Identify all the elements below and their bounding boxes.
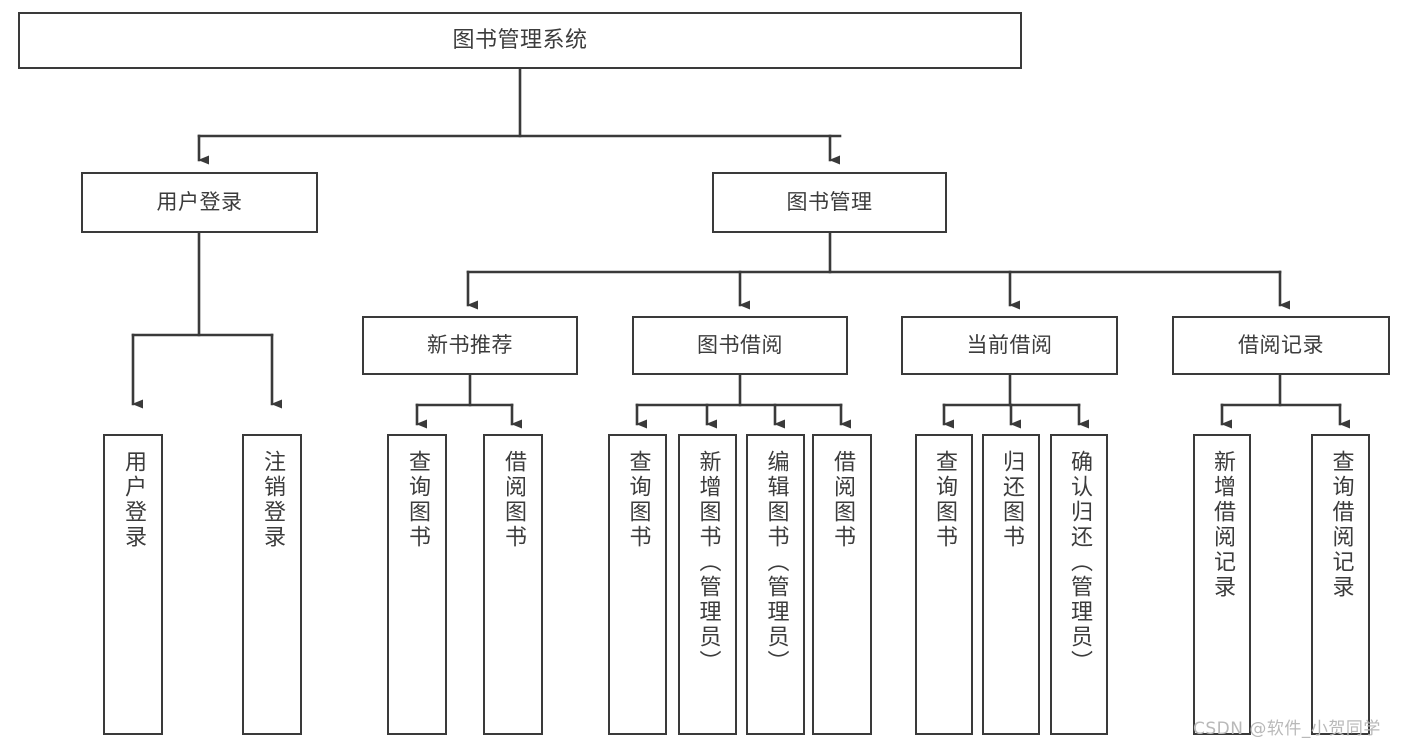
leaf-borrow-add-book-admin[interactable]: 新增图书（管理员）	[678, 434, 737, 735]
node-label: 查询借阅记录	[1328, 450, 1354, 600]
leaf-user-login-logout[interactable]: 注销登录	[242, 434, 302, 735]
node-label: 新书推荐	[427, 333, 513, 358]
node-label: 图书管理	[786, 190, 873, 215]
node-label: 查询图书	[625, 450, 651, 550]
node-label: 查询图书	[405, 450, 430, 550]
node-label: 图书管理系统	[452, 27, 588, 53]
node-label: 新增图书（管理员）	[695, 450, 721, 675]
watermark: CSDN @软件_小贺同学	[1193, 719, 1381, 739]
node-label: 新增借阅记录	[1210, 450, 1235, 600]
node-label: 查询图书	[932, 450, 957, 550]
leaf-recommend-query-book[interactable]: 查询图书	[387, 434, 447, 735]
node-label: 注销登录	[260, 450, 285, 550]
node-book-borrow[interactable]: 图书借阅	[632, 316, 848, 375]
leaf-borrow-borrow-book[interactable]: 借阅图书	[812, 434, 872, 735]
node-new-book-recommend[interactable]: 新书推荐	[362, 316, 578, 375]
node-current-borrow[interactable]: 当前借阅	[901, 316, 1118, 375]
node-borrow-records[interactable]: 借阅记录	[1172, 316, 1390, 375]
node-label: 当前借阅	[966, 333, 1053, 358]
leaf-borrow-edit-book-admin[interactable]: 编辑图书（管理员）	[746, 434, 805, 735]
leaf-current-query-book[interactable]: 查询图书	[915, 434, 973, 735]
node-label: 确认归还（管理员）	[1067, 450, 1092, 675]
node-root-system[interactable]: 图书管理系统	[18, 12, 1022, 69]
leaf-current-return-book[interactable]: 归还图书	[982, 434, 1040, 735]
node-label: 借阅图书	[830, 450, 855, 550]
node-label: 用户登录	[121, 450, 146, 550]
leaf-current-confirm-return-admin[interactable]: 确认归还（管理员）	[1050, 434, 1108, 735]
leaf-records-query-record[interactable]: 查询借阅记录	[1311, 434, 1370, 735]
node-user-login[interactable]: 用户登录	[81, 172, 318, 233]
leaf-records-add-record[interactable]: 新增借阅记录	[1193, 434, 1251, 735]
leaf-recommend-borrow-book[interactable]: 借阅图书	[483, 434, 543, 735]
node-label: 图书借阅	[697, 333, 783, 358]
node-book-management[interactable]: 图书管理	[712, 172, 947, 233]
node-label: 借阅记录	[1238, 333, 1324, 358]
leaf-borrow-query-book[interactable]: 查询图书	[608, 434, 667, 735]
node-label: 借阅图书	[501, 450, 526, 550]
node-label: 用户登录	[156, 190, 243, 215]
node-label: 编辑图书（管理员）	[763, 450, 789, 675]
node-label: 归还图书	[999, 450, 1024, 550]
leaf-user-login-login[interactable]: 用户登录	[103, 434, 163, 735]
